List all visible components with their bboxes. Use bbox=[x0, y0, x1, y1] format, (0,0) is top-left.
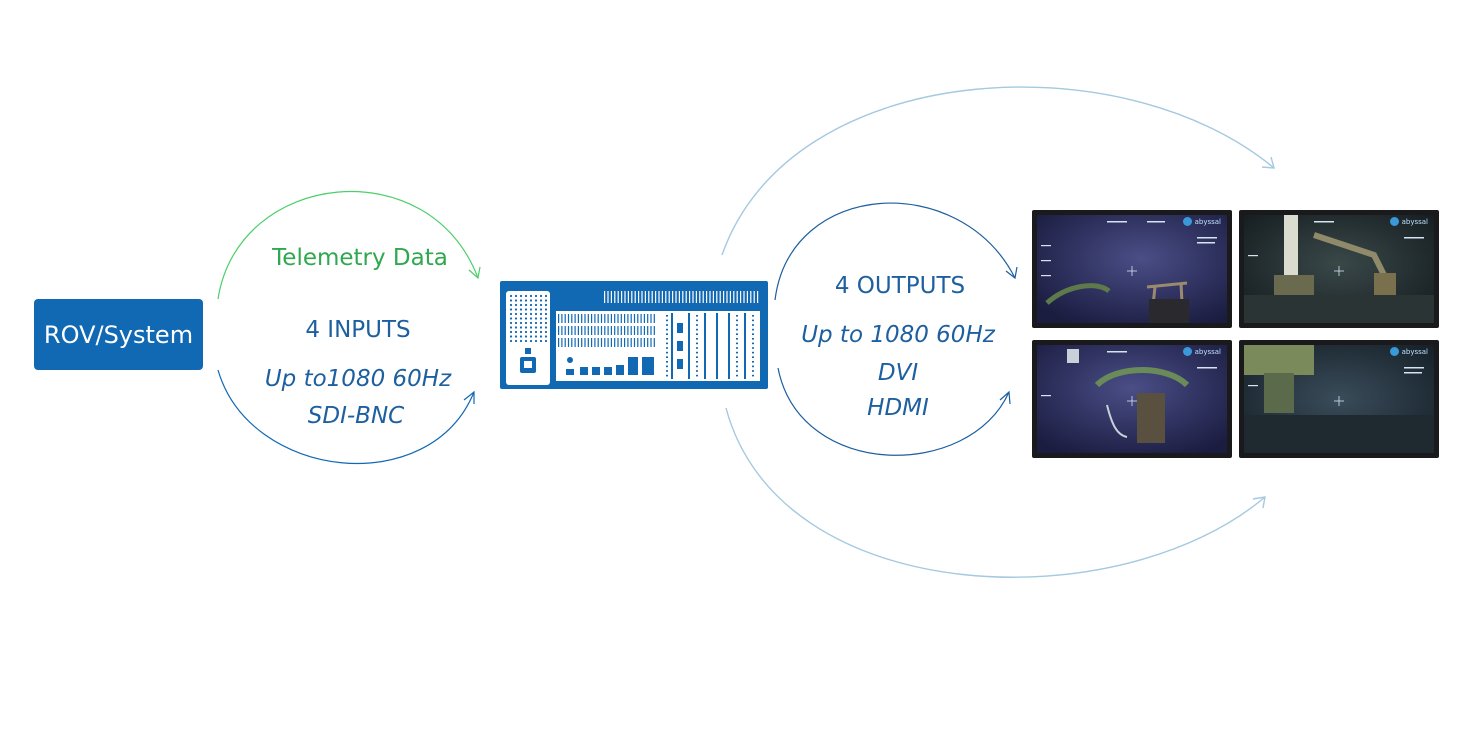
inputs-arrowhead bbox=[463, 390, 475, 404]
output-arrow-outer-bottom bbox=[725, 407, 1266, 578]
abyssal-logo-icon bbox=[1389, 347, 1399, 356]
output-arrowhead-outer-bottom bbox=[1252, 496, 1266, 509]
io-ports bbox=[566, 357, 654, 375]
monitor-1-logo: abyssal bbox=[1182, 217, 1221, 226]
expansion-slot-ports bbox=[677, 323, 683, 369]
expansion-slot-connectors bbox=[666, 315, 754, 377]
inputs-title: 4 INPUTS bbox=[305, 317, 411, 343]
inputs-connector: SDI-BNC bbox=[307, 403, 405, 429]
psu-vent-grid bbox=[509, 294, 548, 343]
output-arrowhead-inner-top bbox=[1005, 266, 1018, 280]
output-arrow-inner-top bbox=[774, 202, 1016, 301]
expansion-slot-dividers bbox=[671, 313, 746, 379]
outputs-connector-dvi: DVI bbox=[877, 360, 919, 386]
monitor-1-screen: abyssal bbox=[1037, 215, 1227, 323]
power-supply-panel bbox=[506, 291, 550, 385]
monitor-1: abyssal bbox=[1032, 210, 1232, 328]
top-vent-slots bbox=[604, 291, 759, 303]
monitor-4-logo: abyssal bbox=[1389, 347, 1428, 356]
output-arrowhead-inner-bottom bbox=[999, 390, 1011, 405]
abyssal-logo-icon bbox=[1182, 217, 1192, 226]
telemetry-arrow bbox=[217, 190, 479, 300]
power-switch bbox=[525, 348, 531, 354]
monitor-3: abyssal bbox=[1032, 340, 1232, 458]
telemetry-label: Telemetry Data bbox=[272, 245, 448, 271]
outputs-spec: Up to 1080 60Hz bbox=[801, 322, 995, 348]
rov-system-box: ROV/System bbox=[34, 299, 203, 370]
outputs-title: 4 OUTPUTS bbox=[834, 273, 966, 299]
monitor-2-screen: abyssal bbox=[1244, 215, 1434, 323]
monitor-3-brand: abyssal bbox=[1194, 347, 1221, 356]
outputs-connector-hdmi: HDMI bbox=[867, 395, 929, 421]
monitor-4: abyssal bbox=[1239, 340, 1439, 458]
monitor-4-screen: abyssal bbox=[1244, 345, 1434, 453]
video-processor-device bbox=[500, 281, 768, 389]
monitor-2-logo: abyssal bbox=[1389, 217, 1428, 226]
monitor-1-brand: abyssal bbox=[1194, 217, 1221, 226]
telemetry-arrowhead bbox=[468, 266, 481, 280]
io-vent-slots bbox=[558, 314, 655, 347]
monitor-3-screen: abyssal bbox=[1037, 345, 1227, 453]
monitor-4-brand: abyssal bbox=[1401, 347, 1428, 356]
inputs-arrow bbox=[217, 369, 475, 464]
monitor-3-logo: abyssal bbox=[1182, 347, 1221, 356]
abyssal-logo-icon bbox=[1389, 217, 1399, 226]
output-arrow-inner-bottom bbox=[777, 367, 1010, 456]
expansion-slots-area bbox=[660, 311, 760, 381]
rov-system-label: ROV/System bbox=[43, 320, 194, 349]
abyssal-logo-icon bbox=[1182, 347, 1192, 356]
inputs-spec: Up to1080 60Hz bbox=[264, 366, 452, 392]
monitor-2-brand: abyssal bbox=[1401, 217, 1428, 226]
monitor-2: abyssal bbox=[1239, 210, 1439, 328]
output-arrow-outer-top bbox=[721, 86, 1275, 256]
output-arrowhead-outer-top bbox=[1261, 156, 1275, 169]
